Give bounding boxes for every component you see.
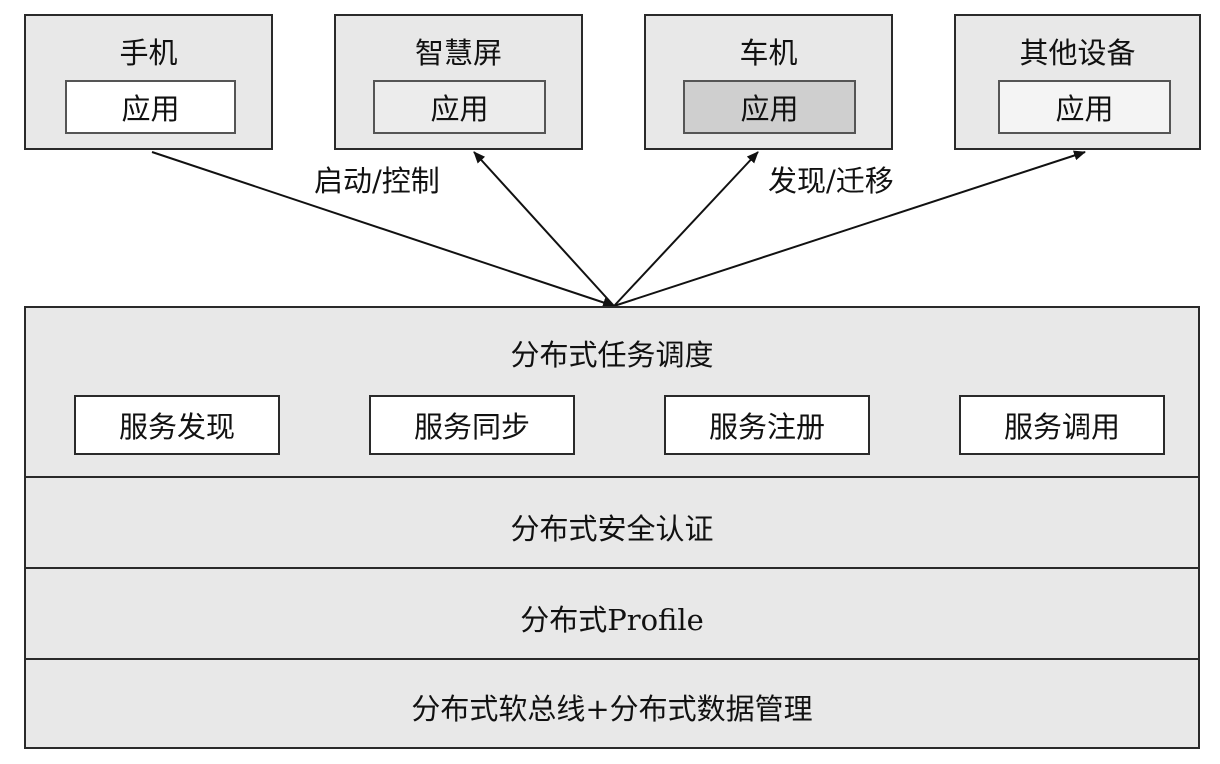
- arrow-scheduler-to-car: [613, 151, 759, 307]
- service-register: 服务注册: [664, 395, 870, 455]
- layer-profile: 分布式Profile: [24, 567, 1200, 660]
- service-sync: 服务同步: [369, 395, 575, 455]
- layer-security: 分布式安全认证: [24, 476, 1200, 569]
- device-name: 车机: [739, 36, 798, 70]
- layer-softbus-data: 分布式软总线+分布式数据管理: [24, 658, 1200, 749]
- device-phone: 手机 应用: [24, 14, 273, 150]
- edge-label-discover-migrate: 发现/迁移: [768, 164, 894, 198]
- app-box: 应用: [683, 80, 856, 134]
- app-box: 应用: [373, 80, 546, 134]
- layer-title: 分布式Profile: [520, 603, 704, 637]
- service-invoke: 服务调用: [959, 395, 1165, 455]
- device-smart-screen: 智慧屏 应用: [334, 14, 583, 150]
- arrow-phone-to-scheduler: [151, 151, 615, 308]
- edge-label-launch-control: 启动/控制: [314, 164, 440, 198]
- layer-title: 分布式软总线+分布式数据管理: [411, 692, 813, 726]
- device-name: 手机: [119, 36, 178, 70]
- device-car: 车机 应用: [644, 14, 893, 150]
- app-box: 应用: [65, 80, 236, 134]
- device-name: 其他设备: [1019, 36, 1136, 70]
- arrow-scheduler-to-other: [613, 150, 1086, 307]
- device-other: 其他设备 应用: [954, 14, 1201, 150]
- layer-title: 分布式安全认证: [510, 512, 714, 546]
- layer-task-scheduler: 分布式任务调度 服务发现 服务同步 服务注册 服务调用: [24, 306, 1200, 478]
- arrow-scheduler-to-smartscreen: [473, 151, 615, 307]
- layer-title: 分布式任务调度: [510, 338, 714, 372]
- app-box: 应用: [998, 80, 1171, 134]
- service-discovery: 服务发现: [74, 395, 280, 455]
- device-name: 智慧屏: [414, 36, 502, 70]
